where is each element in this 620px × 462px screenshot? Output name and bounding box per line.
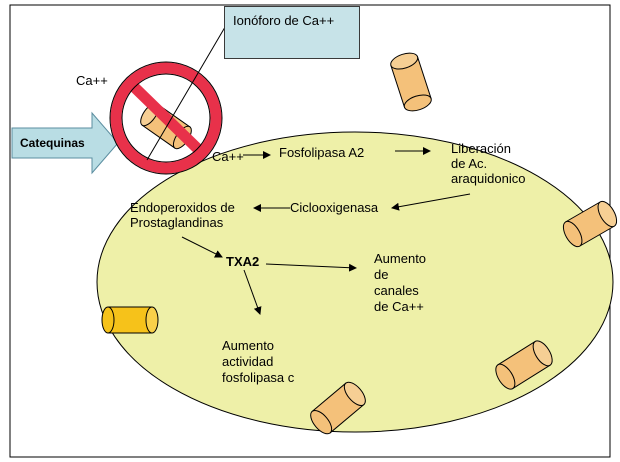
arrow-endoperoxidos-to-txa2 (181, 236, 223, 258)
calcium-channel-icon (101, 306, 159, 334)
fosfolipasa-a2-label: Fosfolipasa A2 (279, 145, 365, 160)
liberacion-line-2: de Ac. (451, 156, 488, 171)
arrow-txa2-to-aumento-actividad (243, 269, 262, 315)
aumento-actividad-line-3: fosfolipasa c (222, 370, 295, 385)
aumento-canales-line-1: Aumento (374, 251, 427, 266)
calcium-channel-icon (562, 200, 618, 248)
ionoforo-pointer-line (146, 21, 229, 161)
endoperoxidos-line-1: Endoperoxidos de (130, 200, 235, 215)
aumento-canales-line-2: de (374, 267, 389, 282)
prohibition-icon (109, 61, 223, 175)
aumento-actividad-line-2: actividad (222, 354, 274, 369)
endoperoxidos-line-2: Prostaglandinas (130, 215, 224, 230)
aumento-actividad-line-1: Aumento (222, 338, 275, 353)
calcium-channel-icon (390, 52, 432, 112)
cell-membrane (96, 131, 614, 433)
aumento-canales-line-3: canales (374, 283, 419, 298)
catequinas-arrow-icon (11, 111, 119, 175)
arrow-liberacion-to-ciclooxigenasa (391, 193, 471, 211)
ionoforo-callout: Ionóforo de Ca++ (224, 6, 360, 59)
liberacion-line-3: araquidonico (451, 171, 526, 186)
catequinas-label: Catequinas (20, 136, 85, 150)
calcium-channel-icon (495, 340, 553, 390)
ionoforo-label: Ionóforo de Ca++ (233, 13, 335, 28)
txa2-label: TXA2 (226, 254, 260, 269)
arrow-txa2-to-aumento-canales (265, 263, 357, 272)
calcium-channel-icon (310, 381, 366, 435)
ciclooxigenasa-label: Ciclooxigenasa (290, 200, 379, 215)
ca-inside-label: Ca++ (212, 149, 244, 164)
liberacion-line-1: Liberación (451, 141, 511, 156)
aumento-canales-line-4: de Ca++ (374, 299, 424, 314)
ca-outside-label: Ca++ (76, 73, 108, 88)
